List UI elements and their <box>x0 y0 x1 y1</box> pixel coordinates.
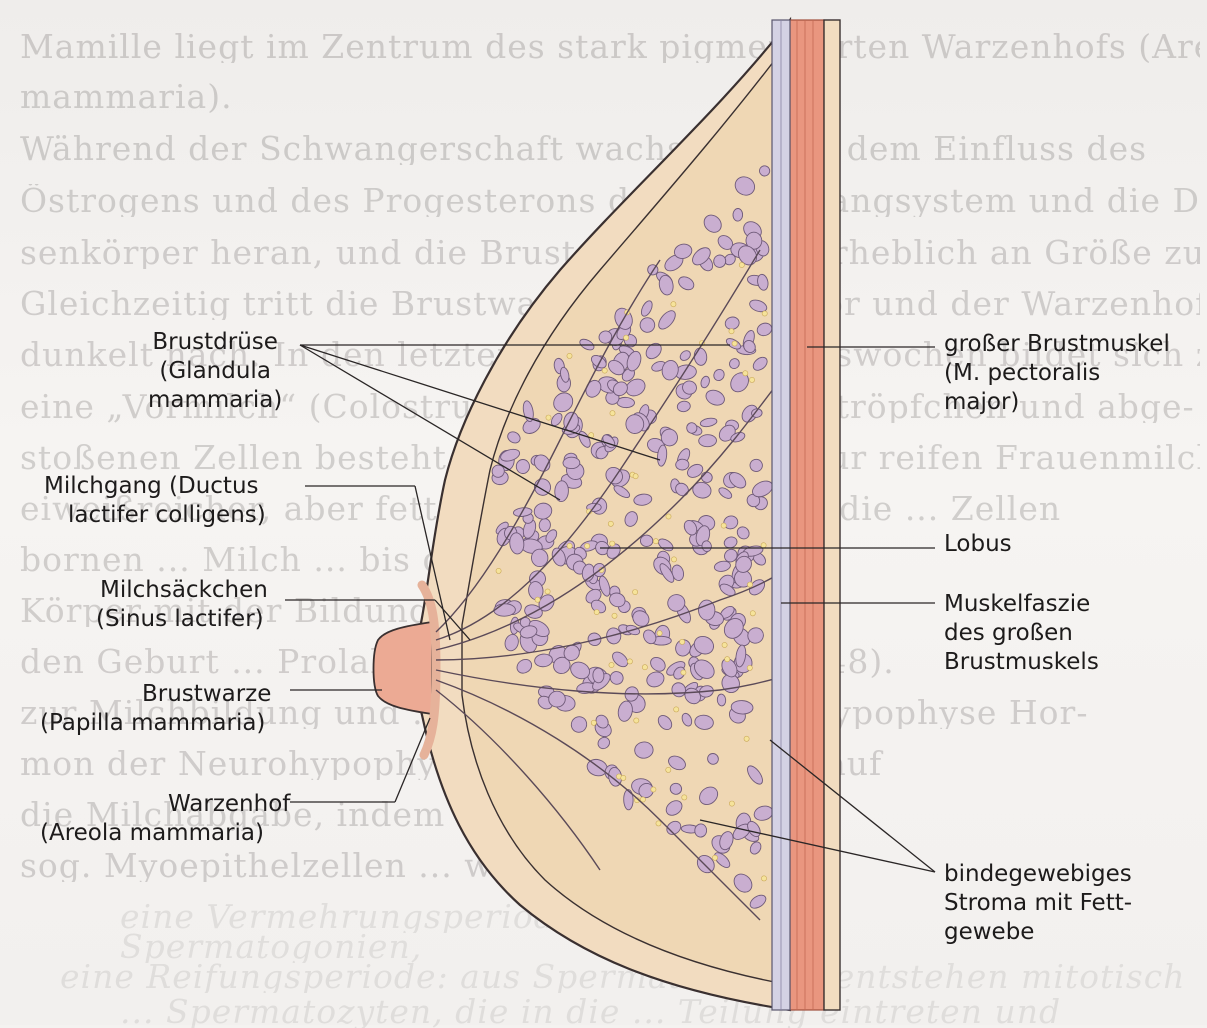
gland-lobule <box>516 459 529 473</box>
fat-droplet <box>749 377 754 382</box>
fat-droplet <box>608 521 613 526</box>
label-line: (Papilla mammaria) <box>40 709 271 738</box>
label-line: Lobus <box>944 530 1012 559</box>
fat-droplet <box>621 775 626 780</box>
fat-droplet <box>761 876 766 881</box>
fat-droplet <box>634 718 639 723</box>
label-line: großer Brustmuskel <box>944 330 1170 359</box>
label-line: major) <box>944 388 1170 417</box>
pectoral-muscle <box>790 20 824 1010</box>
fat-droplet <box>762 311 767 316</box>
label-line: des großen <box>944 619 1099 648</box>
fat-droplet <box>750 611 755 616</box>
label-muskelfaszie: Muskelfaszie des großen Brustmuskels <box>944 590 1099 677</box>
fat-droplet <box>624 335 629 340</box>
label-line: (Areola mammaria) <box>40 819 290 848</box>
nipple-shape <box>374 622 433 714</box>
label-line: lactifer colligens) <box>44 501 266 530</box>
gland-lobule <box>494 603 516 616</box>
fat-droplet <box>761 543 766 548</box>
fat-droplet <box>671 557 676 562</box>
gland-lobule <box>698 434 716 447</box>
label-milchsaeckchen: Milchsäckchen (Sinus lactifer) <box>100 576 268 634</box>
fat-droplet <box>651 787 656 792</box>
fat-droplet <box>496 568 501 573</box>
fat-droplet <box>567 543 572 548</box>
gland-lobule <box>624 790 634 810</box>
label-line: Milchgang (Ductus <box>44 472 266 501</box>
gland-lobule <box>593 668 605 683</box>
label-line: Brustmuskels <box>944 648 1099 677</box>
fat-droplet <box>609 662 614 667</box>
label-line: (Glandula <box>148 357 282 386</box>
fat-droplet <box>680 639 685 644</box>
label-line: (M. pectoralis <box>944 359 1170 388</box>
fat-droplet <box>585 543 590 548</box>
label-milchgang: Milchgang (Ductus lactifer colligens) <box>44 472 266 530</box>
label-brustwarze: Brustwarze (Papilla mammaria) <box>40 680 271 738</box>
fat-droplet <box>712 855 717 860</box>
fat-droplet <box>656 821 661 826</box>
label-line: Brustdrüse <box>148 328 282 357</box>
fat-droplet <box>739 262 744 267</box>
fat-droplet <box>721 523 726 528</box>
fat-droplet <box>671 302 676 307</box>
label-line: (Sinus lactifer) <box>96 605 268 634</box>
fat-droplet <box>610 411 615 416</box>
gland-lobule <box>563 457 580 469</box>
label-line: Brustwarze <box>40 680 271 709</box>
fat-droplet <box>747 582 752 587</box>
fat-droplet <box>627 659 632 664</box>
fat-droplet <box>747 665 752 670</box>
fat-droplet <box>612 613 617 618</box>
fat-droplet <box>732 341 737 346</box>
fat-droplet <box>653 539 658 544</box>
label-stroma: bindegewebiges Stroma mit Fett- gewebe <box>944 860 1132 947</box>
fat-droplet <box>722 642 727 647</box>
fat-droplet <box>610 541 615 546</box>
fat-droplet <box>657 631 662 636</box>
fat-droplet <box>744 736 749 741</box>
label-line: Milchsäckchen <box>100 576 268 605</box>
label-line: mammaria) <box>148 386 282 415</box>
fat-droplet <box>725 657 730 662</box>
leader-line-warzenhof <box>395 718 430 802</box>
fat-droplet <box>546 415 551 420</box>
gland-lobule <box>675 459 689 470</box>
fat-droplet <box>666 767 671 772</box>
fat-droplet <box>602 368 607 373</box>
fat-droplet <box>743 371 748 376</box>
label-line: Stroma mit Fett- <box>944 889 1132 918</box>
gland-lobule <box>733 208 743 221</box>
fat-droplet <box>729 329 734 334</box>
fat-droplet <box>591 720 596 725</box>
fat-droplet <box>674 707 679 712</box>
label-line: Warzenhof <box>40 790 290 819</box>
label-brustmuskel: großer Brustmuskel (M. pectoralis major) <box>944 330 1170 417</box>
fat-droplet <box>642 665 647 670</box>
fat-droplet <box>567 353 572 358</box>
fat-droplet <box>535 597 540 602</box>
fat-droplet <box>681 670 686 675</box>
label-line: Muskelfaszie <box>944 590 1099 619</box>
label-lobus: Lobus <box>944 530 1012 559</box>
fat-droplet <box>682 795 687 800</box>
fat-droplet <box>545 589 550 594</box>
label-brustdruese: Brustdrüse (Glandula mammaria) <box>148 328 282 415</box>
label-warzenhof: Warzenhof (Areola mammaria) <box>40 790 290 848</box>
label-line: bindegewebiges <box>944 860 1132 889</box>
fat-droplet <box>594 610 599 615</box>
fat-droplet <box>729 801 734 806</box>
fat-droplet <box>633 474 638 479</box>
fat-droplet <box>666 514 671 519</box>
chest-wall <box>824 20 840 1010</box>
fat-droplet <box>633 590 638 595</box>
label-line: gewebe <box>944 918 1132 947</box>
